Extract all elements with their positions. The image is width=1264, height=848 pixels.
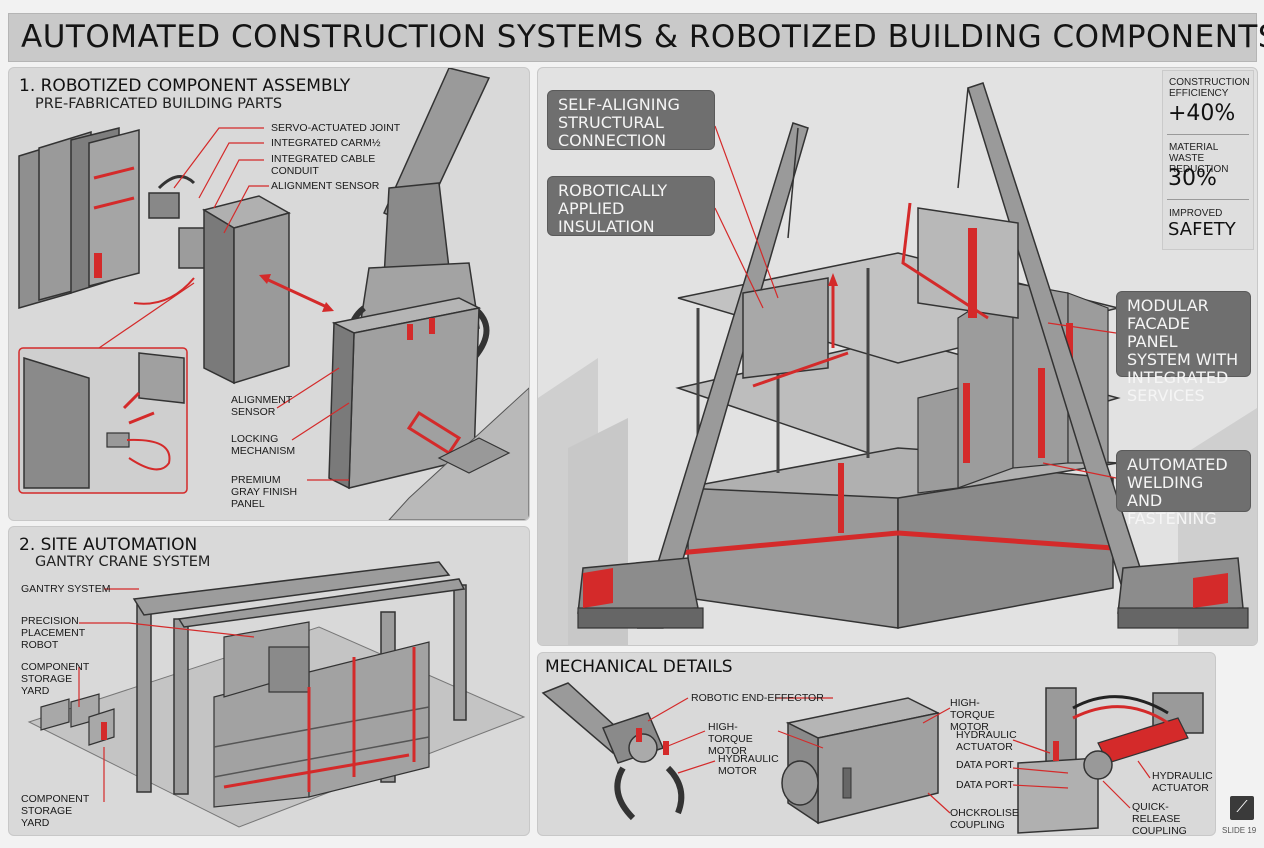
panel2-subtitle: GANTRY CRANE SYSTEM [35,554,211,570]
label-gantry-system: GANTRY SYSTEM [21,583,111,595]
gantry-illustration [27,561,526,828]
stat-waste-label: MATERIAL WASTE REDUCTION [1169,142,1229,175]
label-alignment-sensor-top: ALIGNMENT SENSOR [271,180,380,192]
page-title: AUTOMATED CONSTRUCTION SYSTEMS & ROBOTIZ… [21,19,1264,55]
panel-main-building: SELF-ALIGNING STRUCTURAL CONNECTION ROBO… [537,67,1258,646]
label-data-port-1: DATA PORT [956,759,1014,771]
label-hydraulic-actuator-left: HYDRAULIC ACTUATOR [956,729,1017,753]
label-storage-yard-top: COMPONENT STORAGE YARD [21,661,90,697]
stat-efficiency-value: +40% [1168,101,1236,126]
stat-safety-label: IMPROVED [1169,208,1223,219]
panel1-subtitle: PRE-FABRICATED BUILDING PARTS [35,96,283,112]
callout-insulation: ROBOTICALLY APPLIED INSULATION [547,176,715,236]
label-alignment-sensor-bottom: ALIGNMENT SENSOR [231,394,293,418]
label-torque-motor-left: HIGH-TORQUE MOTOR [708,721,753,757]
panel2-title: 2. SITE AUTOMATION [19,535,198,555]
building-illustration [538,82,1257,645]
label-servo-joint: SERVO-ACTUATED JOINT [271,122,401,134]
label-coupling: OHCKROLISE COUPLING [950,807,1019,831]
label-finish-panel: PREMIUM GRAY FINISH PANEL [231,474,298,510]
stats-box: CONSTRUCTION EFFICIENCY +40% MATERIAL WA… [1162,70,1254,250]
stat-waste-value: 30% [1168,166,1217,191]
callout-self-aligning: SELF-ALIGNING STRUCTURAL CONNECTION [547,90,715,150]
stat-divider [1167,199,1249,200]
panel1-title: 1. ROBOTIZED COMPONENT ASSEMBLY [19,76,351,96]
mechanical-illustration [541,682,1204,834]
callout-modular-facade: MODULAR FACADE PANEL SYSTEM WITH INTEGRA… [1116,291,1251,405]
callout-welding: AUTOMATED WELDING AND FASTENING [1116,450,1251,528]
mech-title: MECHANICAL DETAILS [545,657,733,677]
label-precision-robot: PRECISION PLACEMENT ROBOT [21,615,85,651]
label-quick-release: QUICK-RELEASE COUPLING [1132,801,1187,836]
label-storage-yard-bottom: COMPONENT STORAGE YARD [21,793,90,829]
label-torque-motor-right: HIGH-TORQUE MOTOR [950,697,995,733]
stat-efficiency-label: CONSTRUCTION EFFICIENCY [1169,77,1250,99]
panel-mechanical-details: MECHANICAL DETAILS ROBOTIC END-EFFECTOR … [537,652,1216,836]
stat-divider [1167,134,1249,135]
assembly-illustration [18,68,529,520]
logo-icon: ⟋ [1230,796,1254,820]
stat-safety-value: SAFETY [1168,219,1236,240]
label-end-effector: ROBOTIC END-EFFECTOR [691,692,824,704]
label-integrated-carm: INTEGRATED CARM½ [271,137,381,149]
title-bar: AUTOMATED CONSTRUCTION SYSTEMS & ROBOTIZ… [8,13,1264,62]
label-cable-conduit: INTEGRATED CABLE CONDUIT [271,153,376,177]
panel-site-automation: 2. SITE AUTOMATION GANTRY CRANE SYSTEM G… [8,526,530,836]
panel-component-assembly: 1. ROBOTIZED COMPONENT ASSEMBLY PRE-FABR… [8,67,530,521]
label-hydraulic-motor: HYDRAULIC MOTOR [718,753,779,777]
label-hydraulic-actuator-right: HYDRAULIC ACTUATOR [1152,770,1213,794]
label-data-port-2: DATA PORT [956,779,1014,791]
slide-number: SLIDE 19 [1222,826,1257,835]
label-locking-mechanism: LOCKING MECHANISM [231,433,296,457]
